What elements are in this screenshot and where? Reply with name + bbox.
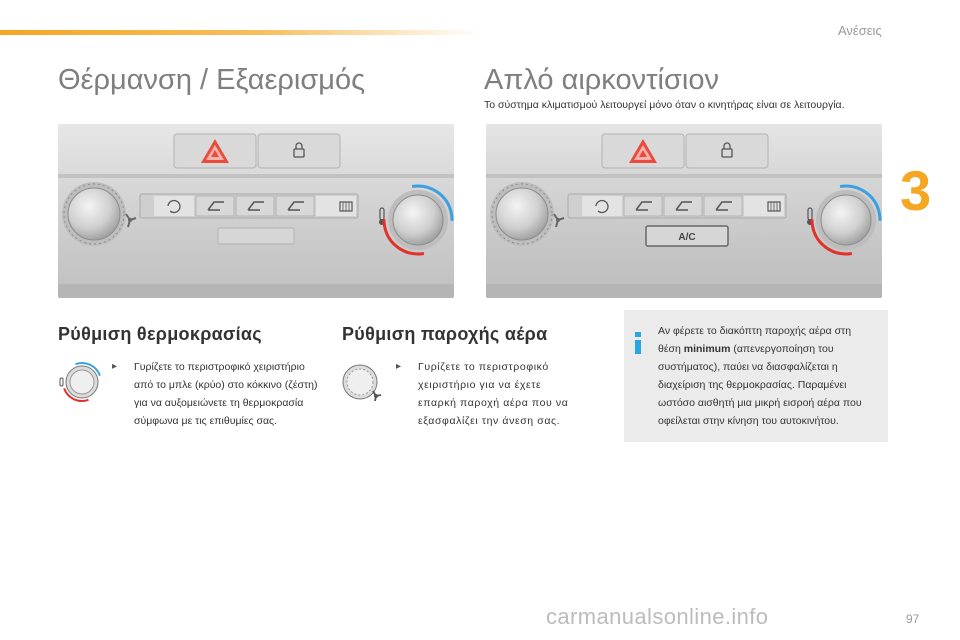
- rear-defrost-icon: [767, 201, 781, 212]
- fan-knob: [490, 182, 554, 246]
- text-line: για να αυξομειώνετε τη θερμοκρασία: [134, 397, 304, 409]
- fan-icon: [553, 213, 565, 228]
- header-accent-bar: [0, 30, 480, 35]
- text-fragment: (απενεργοποίηση του: [730, 343, 834, 355]
- seat-heating-icon: [635, 201, 732, 211]
- info-text: Αν φέρετε το διακόπτη παροχής αέρα στη θ…: [658, 322, 884, 430]
- info-icon: [630, 332, 646, 354]
- seat-heating-icon: [207, 201, 304, 211]
- text-line: Γυρίζετε το περιστροφικό: [418, 361, 549, 373]
- text-line: ωστόσο αισθητή μια μικρή εισροή αέρα που: [658, 397, 862, 409]
- page-number: 97: [906, 612, 920, 626]
- left-title: Θέρμανση / Εξαερισμός: [58, 64, 366, 96]
- text-fragment: θέση: [658, 343, 684, 355]
- heating-panel-photo: [58, 124, 454, 298]
- right-subsection-title: Ρύθμιση παροχής αέρα: [342, 324, 548, 344]
- hazard-icon: [629, 139, 657, 163]
- right-title: Απλό αιρκοντίσιον: [484, 64, 719, 96]
- fan-icon: [125, 213, 137, 228]
- text-line: διαχείριση της θερμοκρασίας. Παραμένει: [658, 379, 847, 391]
- ac-button-label: A/C: [678, 232, 695, 243]
- text-line: θέση minimum (απενεργοποίηση του: [658, 340, 884, 358]
- temperature-instructions: ▸ Γυρίζετε το περιστροφικό χειριστήριο α…: [112, 358, 334, 430]
- fan-knob: [62, 182, 126, 246]
- fan-knob-icon: [340, 362, 384, 406]
- chapter-number: 3: [900, 159, 932, 222]
- text-line: από το μπλε (κρύο) στο κόκκινο (ζέστη): [134, 379, 318, 391]
- recirculation-icon: [167, 199, 181, 214]
- text-line: εξασφαλίζει την άνεση σας.: [418, 415, 561, 427]
- airflow-instructions: ▸ Γυρίζετε το περιστροφικό χειριστήριο γ…: [396, 358, 598, 430]
- text-line: επαρκή παροχή αέρα που να: [418, 397, 569, 409]
- watermark: carmanualsonline.info: [546, 604, 769, 629]
- rear-defrost-icon: [339, 201, 353, 212]
- temperature-knob-icon: [58, 360, 102, 404]
- lock-icon: [293, 142, 305, 158]
- bullet-flag-icon: ▸: [396, 361, 402, 372]
- text-line: Γυρίζετε το περιστροφικό χειριστήριο: [134, 361, 305, 373]
- section-name: Ανέσεις: [838, 23, 882, 38]
- info-box: [624, 310, 888, 442]
- ac-panel-photo: A/C: [486, 124, 882, 298]
- text-line: συστήματος), παύει να διασφαλίζεται η: [658, 361, 838, 373]
- text-line: χειριστήριο για να έχετε: [418, 379, 542, 391]
- recirculation-icon: [595, 199, 609, 214]
- left-subsection-title: Ρύθμιση θερμοκρασίας: [58, 324, 262, 344]
- minimum-emphasis: minimum: [683, 343, 731, 355]
- text-line: οφείλεται στην κίνηση του αυτοκινήτου.: [658, 415, 839, 427]
- hazard-icon: [201, 139, 229, 163]
- temperature-knob: [810, 184, 882, 256]
- right-subtitle: Το σύστημα κλιματισμού λειτουργεί μόνο ό…: [484, 99, 845, 111]
- bullet-flag-icon: ▸: [112, 361, 118, 372]
- text-line: Αν φέρετε το διακόπτη παροχής αέρα στη: [658, 325, 852, 337]
- lock-icon: [721, 142, 733, 158]
- text-line: σύμφωνα με τις επιθυμίες σας.: [134, 415, 278, 427]
